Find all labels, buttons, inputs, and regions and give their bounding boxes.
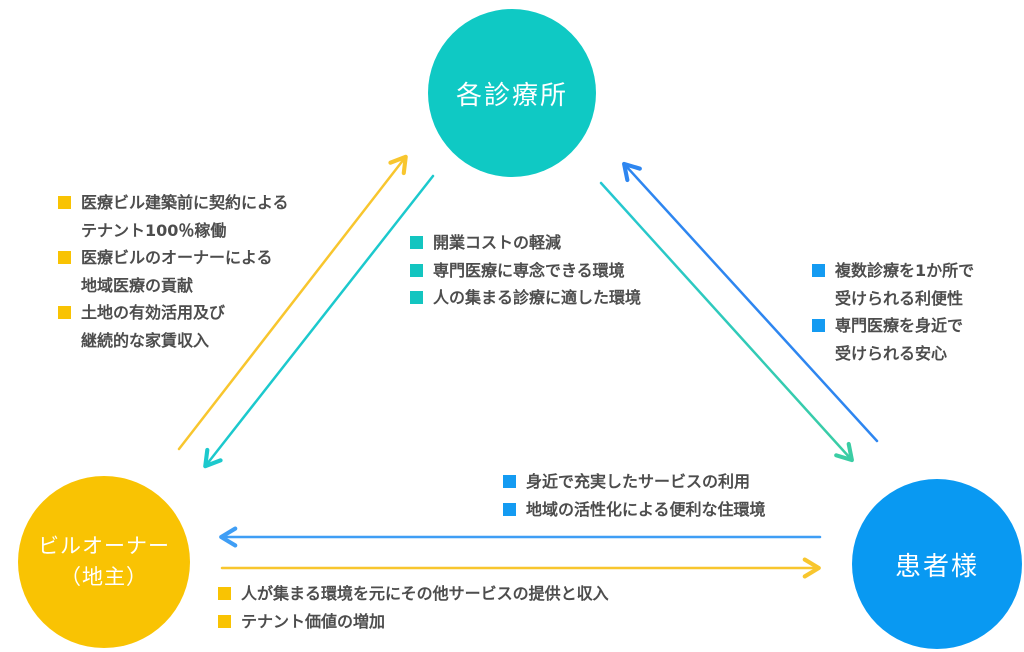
list-item: 医療ビルのオーナーによる 地域医療の貢献	[58, 244, 289, 299]
list-item-line: 継続的な家賃収入	[81, 330, 210, 350]
list-item-line: 身近で充実したサービスの利用	[526, 472, 751, 491]
list-item-line: 医療ビルのオーナーによる	[81, 248, 273, 267]
list-item-line: 地域の活性化による便利な住環境	[526, 499, 766, 519]
bullet-square-icon	[410, 236, 423, 249]
list-item-line: テナント価値の増加	[241, 611, 386, 631]
bullet-square-icon	[218, 587, 231, 600]
node-owner-label: ビルオーナー （地主）	[38, 534, 170, 589]
list-item: 人の集まる診療に適した環境	[410, 284, 641, 312]
list-owner-to-clinic-benefits: 医療ビル建築前に契約による テナント100％稼働 医療ビルのオーナーによる 地域…	[58, 189, 289, 354]
bullet-square-icon	[58, 196, 71, 209]
bullet-square-icon	[503, 475, 516, 488]
list-item-line: 専門医療に専念できる環境	[433, 260, 625, 280]
list-item-line: 医療ビル建築前に契約による	[81, 193, 289, 212]
list-patient-benefits-right: 複数診療を1か所で 受けられる利便性 専門医療を身近で 受けられる安心	[812, 257, 974, 367]
arrow-clinic-to-owner	[203, 174, 435, 469]
list-item-line: 複数診療を1か所で	[835, 261, 975, 280]
arrow-clinic-to-patient	[599, 181, 854, 463]
list-item: 地域の活性化による便利な住環境	[503, 496, 766, 524]
list-item: 専門医療に専念できる環境	[410, 257, 641, 285]
node-patient-label: 患者様	[894, 551, 979, 582]
node-patient-circle: 患者様	[852, 479, 1022, 649]
list-item: 医療ビル建築前に契約による テナント100％稼働	[58, 189, 289, 244]
list-patient-benefits-bottom: 身近で充実したサービスの利用 地域の活性化による便利な住環境	[503, 468, 766, 523]
list-item: テナント価値の増加	[218, 608, 609, 636]
bullet-square-icon	[812, 264, 825, 277]
list-item-line: 人の集まる診療に適した環境	[433, 288, 642, 307]
bullet-square-icon	[58, 306, 71, 319]
list-item: 人が集まる環境を元にその他サービスの提供と収入	[218, 580, 609, 608]
list-item-line: 開業コストの軽減	[433, 233, 562, 252]
arrow-patient-to-clinic	[622, 161, 879, 443]
list-item-line: 土地の有効活用及び	[81, 303, 226, 322]
list-item: 土地の有効活用及び 継続的な家賃収入	[58, 299, 289, 354]
list-item-line: 受けられる安心	[835, 343, 948, 363]
list-clinic-benefits: 開業コストの軽減 専門医療に専念できる環境 人の集まる診療に適した環境	[410, 229, 641, 312]
list-item: 専門医療を身近で 受けられる安心	[812, 312, 974, 367]
bullet-square-icon	[58, 251, 71, 264]
list-item-line: テナント100％稼働	[81, 220, 227, 240]
bullet-square-icon	[812, 319, 825, 332]
bullet-square-icon	[218, 614, 231, 628]
arrow-owner-to-clinic	[177, 154, 408, 451]
node-owner-circle: ビルオーナー （地主）	[18, 476, 190, 648]
bullet-square-icon	[410, 291, 423, 304]
list-item-line: 地域医療の貢献	[81, 275, 194, 295]
node-clinic-label: 各診療所	[455, 80, 568, 111]
list-item-line: 専門医療を身近で	[835, 316, 964, 335]
list-item-line: 人が集まる環境を元にその他サービスの提供と収入	[241, 584, 609, 603]
list-item: 身近で充実したサービスの利用	[503, 468, 766, 496]
node-clinic-circle: 各診療所	[428, 9, 596, 177]
list-item: 複数診療を1か所で 受けられる利便性	[812, 257, 974, 312]
bullet-square-icon	[410, 263, 423, 277]
bullet-square-icon	[503, 502, 516, 516]
list-owner-benefits-bottom: 人が集まる環境を元にその他サービスの提供と収入 テナント価値の増加	[218, 580, 609, 635]
list-item: 開業コストの軽減	[410, 229, 641, 257]
list-item-line: 受けられる利便性	[835, 288, 964, 308]
